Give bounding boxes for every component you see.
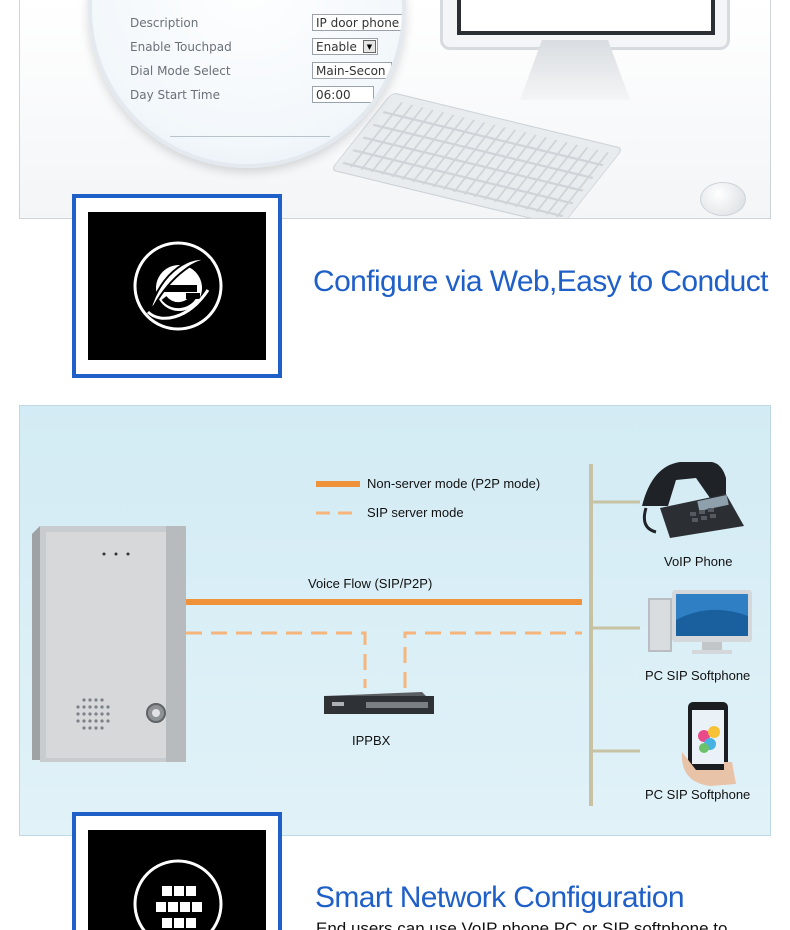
legend-solid-label: Non-server mode (P2P mode) [367,476,540,491]
ippbx-label: IPPBX [352,733,391,748]
ippbx-device [324,692,434,714]
endpoint-label: PC SIP Softphone [645,668,750,683]
feature-title: Configure via Web,Easy to Conduct [313,265,769,298]
pc-icon [648,590,752,654]
door-phone-device [32,526,186,762]
smartphone-icon [681,702,736,786]
config-row-dial-mode: Dial Mode Select Main-Secon [130,62,402,82]
touchpad-select[interactable]: Enable ▼ [312,38,378,55]
legend-dashed-label: SIP server mode [367,505,464,520]
feature-icon-frame [72,812,282,930]
config-label: Enable Touchpad [130,40,232,54]
endpoint-label: PC SIP Softphone [645,787,750,802]
divider [170,136,330,137]
speaker-grille [76,698,110,730]
config-row-day-start: Day Start Time 06:00 [130,86,402,106]
description-field[interactable]: IP door phone [312,14,402,31]
dial-mode-field[interactable]: Main-Secon [312,62,392,79]
config-label: Day Start Time [130,88,221,102]
config-row-touchpad: Enable Touchpad Enable ▼ [130,38,402,58]
feature-icon-background [88,830,266,930]
mouse [700,182,746,216]
chevron-down-icon[interactable]: ▼ [363,40,376,53]
monitor [440,0,730,50]
voip-phone-icon [642,462,744,538]
voice-flow-label: Voice Flow (SIP/P2P) [308,576,432,591]
sip-path-right [403,631,582,688]
sip-path-left [186,631,367,688]
feature-subtitle: End users can use VoIP phone,PC or SIP s… [316,919,728,930]
feature-title: Smart Network Configuration [315,881,685,914]
internet-explorer-icon [133,241,223,331]
endpoint-label: VoIP Phone [664,554,732,569]
config-label: Description [130,16,199,30]
feature-icon-frame [72,194,282,378]
web-config-illustration: Description IP door phone Enable Touchpa… [19,0,771,219]
feature-icon-background [88,212,266,360]
day-start-time-field[interactable]: 06:00 [312,86,374,103]
monitor-screen [457,0,715,35]
grid-icon [133,859,223,930]
config-label: Dial Mode Select [130,64,231,78]
config-row-description: Description IP door phone [130,14,402,34]
touchpad-select-value: Enable [316,40,357,54]
keyboard [330,92,624,218]
network-diagram: Non-server mode (P2P mode) SIP server mo… [19,405,771,836]
